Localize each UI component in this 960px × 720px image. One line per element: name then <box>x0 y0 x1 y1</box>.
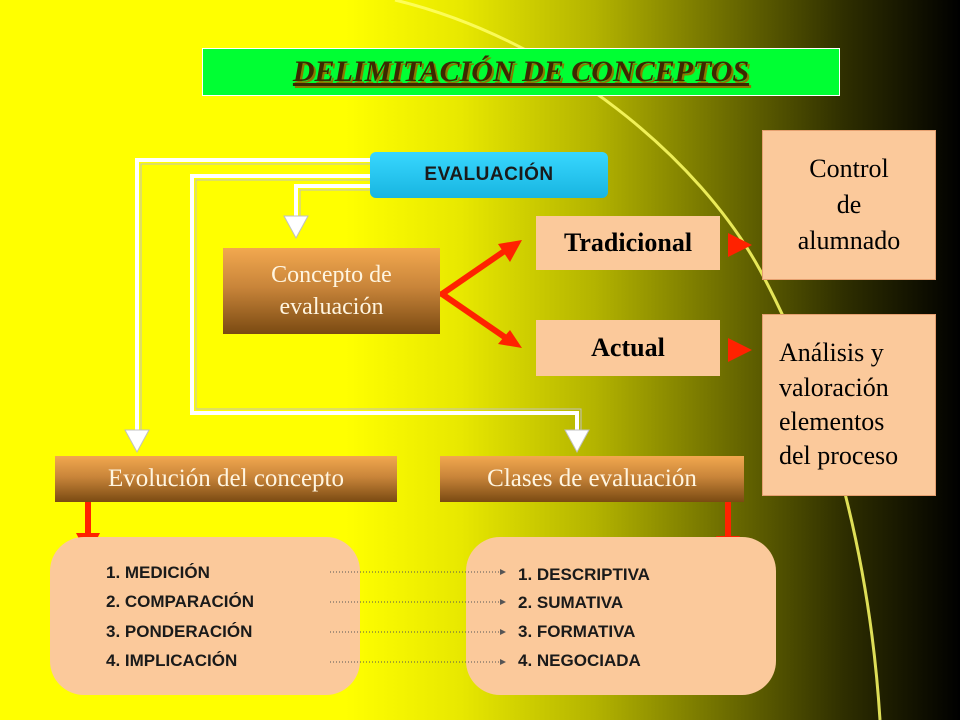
evolution-list-item: 2. COMPARACIÓN <box>106 592 254 611</box>
node-evolucion-label: Evolución del concepto <box>107 465 345 492</box>
node-analisis-line3: elementos <box>779 407 885 436</box>
node-control-line2: de <box>836 190 862 220</box>
node-control-line1: Control <box>809 154 889 184</box>
node-concepto: Concepto de evaluación <box>223 248 440 334</box>
node-analisis-line2: valoración <box>779 372 889 402</box>
classes-list-box <box>466 537 776 695</box>
node-evaluacion-label: EVALUACIÓN <box>424 164 554 185</box>
node-concepto-line1: Concepto de <box>271 261 392 288</box>
node-evaluacion: EVALUACIÓN <box>370 152 608 198</box>
node-clases-label: Clases de evaluación <box>487 465 697 492</box>
node-analisis-line1: Análisis y <box>779 338 884 368</box>
node-tradicional: Tradicional <box>536 216 720 270</box>
evolution-list-item: 4. IMPLICACIÓN <box>106 651 238 670</box>
title-banner: DELIMITACIÓN DE CONCEPTOS <box>202 48 840 96</box>
node-analisis: Análisis y valoración elementos del proc… <box>762 314 936 496</box>
node-concepto-line2: evaluación <box>279 294 384 320</box>
page-title: DELIMITACIÓN DE CONCEPTOS <box>292 55 750 88</box>
evolution-list-item: 3. PONDERACIÓN <box>106 622 253 641</box>
node-tradicional-label: Tradicional <box>563 228 693 257</box>
classes-list-item: 4. NEGOCIADA <box>518 651 641 670</box>
node-clases: Clases de evaluación <box>440 456 744 502</box>
node-evolucion: Evolución del concepto <box>55 456 397 502</box>
classes-list-item: 1. DESCRIPTIVA <box>518 565 650 584</box>
node-control-line3: alumnado <box>797 225 901 255</box>
node-actual-label: Actual <box>591 333 665 362</box>
evolution-list-box <box>50 537 360 695</box>
evolution-list-item: 1. MEDICIÓN <box>106 563 210 582</box>
classes-list-item: 3. FORMATIVA <box>518 622 636 641</box>
classes-list-item: 2. SUMATIVA <box>518 593 624 612</box>
node-analisis-line4: del proceso <box>779 441 899 471</box>
node-actual: Actual <box>536 320 720 376</box>
node-control: Control de alumnado <box>762 130 936 280</box>
